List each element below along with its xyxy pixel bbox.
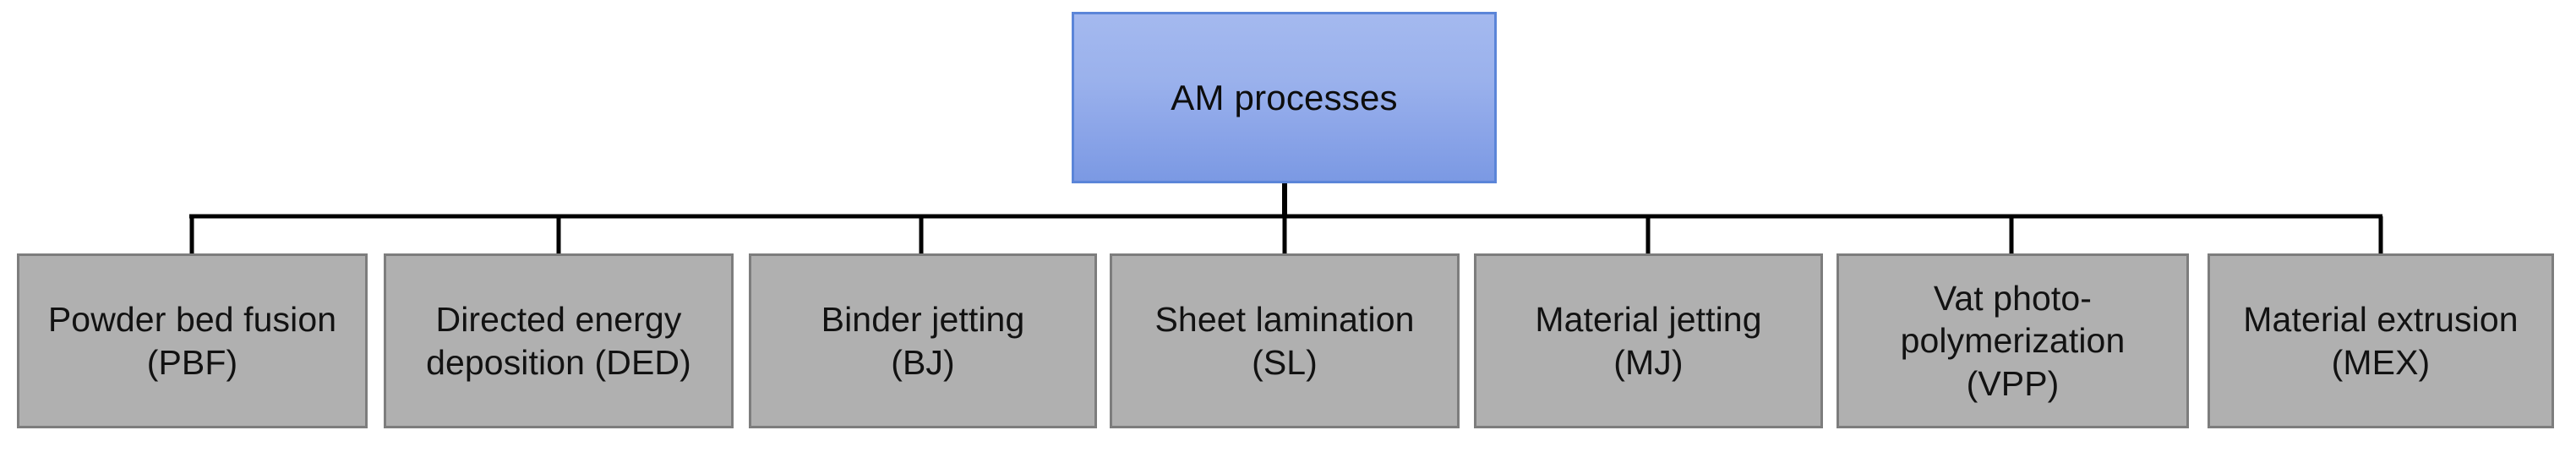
node-vat-photopolymerization-label: Vat photo- polymerization (VPP) [1900, 279, 2126, 403]
node-directed-energy-deposition-label: Directed energy deposition (DED) [426, 300, 691, 382]
node-sheet-lamination-label: Sheet lamination (SL) [1154, 300, 1415, 382]
node-sheet-lamination[interactable]: Sheet lamination (SL) [1110, 253, 1460, 428]
node-material-extrusion[interactable]: Material extrusion (MEX) [2208, 253, 2554, 428]
node-vat-photopolymerization[interactable]: Vat photo- polymerization (VPP) [1836, 253, 2189, 428]
node-material-jetting[interactable]: Material jetting (MJ) [1474, 253, 1823, 428]
node-material-jetting-label: Material jetting (MJ) [1535, 300, 1762, 382]
node-am-processes-label: AM processes [1171, 77, 1398, 117]
node-binder-jetting[interactable]: Binder jetting (BJ) [749, 253, 1097, 428]
node-binder-jetting-label: Binder jetting (BJ) [821, 300, 1025, 382]
node-powder-bed-fusion-label: Powder bed fusion (PBF) [47, 300, 337, 382]
node-am-processes[interactable]: AM processes [1072, 12, 1497, 183]
node-material-extrusion-label: Material extrusion (MEX) [2243, 300, 2519, 382]
node-powder-bed-fusion[interactable]: Powder bed fusion (PBF) [17, 253, 368, 428]
node-directed-energy-deposition[interactable]: Directed energy deposition (DED) [384, 253, 734, 428]
